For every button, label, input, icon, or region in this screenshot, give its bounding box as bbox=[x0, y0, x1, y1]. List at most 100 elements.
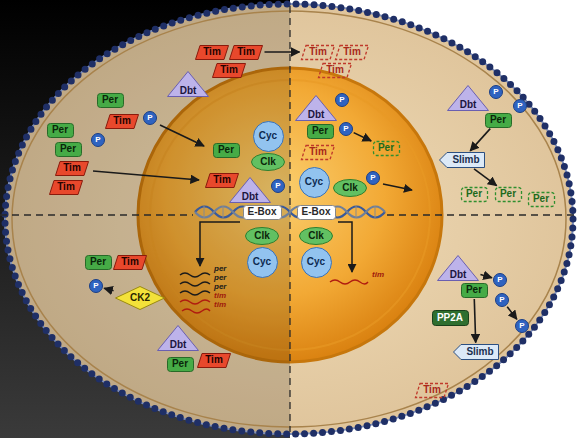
phosphate: P bbox=[513, 99, 527, 113]
night-background bbox=[0, 0, 290, 438]
dbt-kinase-outline bbox=[448, 86, 489, 111]
dbt-kinase-outline bbox=[230, 178, 271, 203]
e-box-element-outline bbox=[243, 205, 281, 219]
molecule-label: Clk bbox=[260, 156, 276, 168]
slimb-protein-outline bbox=[440, 153, 485, 168]
tim-protein-outline bbox=[106, 114, 139, 128]
per-protein-outline bbox=[85, 255, 111, 269]
dbt-kinase: Dbt bbox=[167, 71, 209, 97]
mrna-label: per bbox=[214, 283, 226, 291]
molecule-label: Per bbox=[52, 124, 68, 136]
degraded-tim-outline bbox=[302, 45, 335, 59]
molecule-label: Tim bbox=[113, 115, 131, 127]
molecule-label: P bbox=[343, 124, 348, 133]
molecule-label: Slimb bbox=[452, 154, 479, 166]
degraded-tim-outline bbox=[319, 63, 352, 77]
molecule-label: Dbt bbox=[308, 109, 325, 121]
molecule-label: CK2 bbox=[130, 292, 150, 304]
dna-rungs bbox=[204, 206, 375, 218]
phosphate-outline bbox=[494, 274, 507, 287]
molecule-label: P bbox=[370, 173, 375, 182]
molecule-label: Dbt bbox=[242, 191, 259, 203]
phosphate-outline bbox=[144, 112, 157, 125]
e-box-element: E-Box bbox=[243, 205, 282, 220]
molecule-label: Tim bbox=[205, 354, 223, 366]
clk-protein-outline bbox=[300, 228, 333, 245]
cyc-protein-outline bbox=[253, 121, 283, 151]
tim-protein-outline bbox=[50, 180, 83, 194]
degraded-tim: Tim bbox=[301, 45, 335, 60]
cyc-protein: Cyc bbox=[301, 247, 332, 278]
degraded-per: Per bbox=[495, 187, 522, 202]
degraded-tim-outline bbox=[336, 45, 369, 59]
phosphate: P bbox=[91, 133, 105, 147]
dna-strand bbox=[195, 207, 385, 218]
dbt-kinase-outline bbox=[438, 256, 479, 281]
nuclear-entry-arrow bbox=[160, 125, 204, 146]
phosphate-outline bbox=[514, 100, 527, 113]
dbt-kinase-outline bbox=[296, 96, 337, 121]
molecule-label: Clk bbox=[342, 182, 358, 194]
dna-strand bbox=[195, 207, 385, 218]
mrna-label: per bbox=[214, 274, 226, 282]
degraded-per-outline bbox=[528, 192, 554, 206]
cyc-protein: Cyc bbox=[247, 247, 278, 278]
mrna-label: tim bbox=[214, 301, 226, 309]
molecule-label: Dbt bbox=[460, 99, 477, 111]
molecule-label: Per bbox=[90, 256, 106, 268]
membrane-line bbox=[5, 4, 573, 434]
molecule-label: Per bbox=[466, 188, 482, 200]
reaction-arrow bbox=[480, 274, 491, 277]
degraded-tim: Tim bbox=[301, 145, 335, 160]
molecule-label: Tim bbox=[213, 174, 231, 186]
molecule-label: P bbox=[93, 281, 98, 290]
molecule-label: Per bbox=[466, 284, 482, 296]
molecule-label: Dbt bbox=[180, 85, 197, 97]
degraded-per: Per bbox=[373, 141, 400, 156]
phosphate: P bbox=[143, 111, 157, 125]
quadrant-divider bbox=[387, 214, 578, 215]
molecule-label: Clk bbox=[254, 230, 270, 242]
molecule-label: Cyc bbox=[307, 256, 325, 268]
molecule-label: Dbt bbox=[170, 339, 187, 351]
degraded-tim-outline bbox=[302, 145, 335, 159]
tim-protein-outline bbox=[56, 161, 89, 175]
phosphate-outline bbox=[272, 180, 285, 193]
phosphate-outline bbox=[340, 123, 353, 136]
molecule-label: Tim bbox=[326, 64, 344, 76]
phosphate-outline bbox=[496, 294, 509, 307]
molecule-label: Dbt bbox=[450, 269, 467, 281]
phosphate: P bbox=[366, 171, 380, 185]
molecule-label: Tim bbox=[309, 46, 327, 58]
reaction-arrow bbox=[507, 307, 517, 320]
clk-protein: Clk bbox=[245, 227, 279, 245]
tim-protein: Tim bbox=[205, 173, 239, 188]
molecule-label: E-Box bbox=[302, 206, 331, 218]
reaction-arrow bbox=[470, 129, 490, 151]
molecule-label: P bbox=[275, 181, 280, 190]
molecule-label: Cyc bbox=[259, 130, 277, 142]
tim-protein: Tim bbox=[49, 180, 83, 195]
phosphate-outline bbox=[336, 94, 349, 107]
dbt-kinase: Dbt bbox=[295, 95, 337, 121]
phosphate-outline bbox=[90, 280, 103, 293]
phosphate: P bbox=[271, 179, 285, 193]
molecule-label: Per bbox=[500, 188, 516, 200]
phosphate: P bbox=[489, 85, 503, 99]
degraded-tim-outline bbox=[416, 383, 449, 397]
dbt-kinase: Dbt bbox=[157, 325, 199, 351]
release-arrow bbox=[383, 184, 412, 190]
molecule-label: Tim bbox=[220, 64, 238, 76]
e-box-element: E-Box bbox=[297, 205, 336, 220]
tim-protein: Tim bbox=[229, 45, 263, 60]
molecule-label: Cyc bbox=[253, 256, 271, 268]
tim-protein-outline bbox=[213, 63, 246, 77]
degraded-tim: Tim bbox=[318, 63, 352, 78]
slimb-protein-outline bbox=[454, 345, 499, 360]
phosphate: P bbox=[335, 93, 349, 107]
phosphate: P bbox=[89, 279, 103, 293]
clk-protein: Clk bbox=[333, 179, 367, 197]
molecule-label: PP2A bbox=[437, 312, 463, 324]
